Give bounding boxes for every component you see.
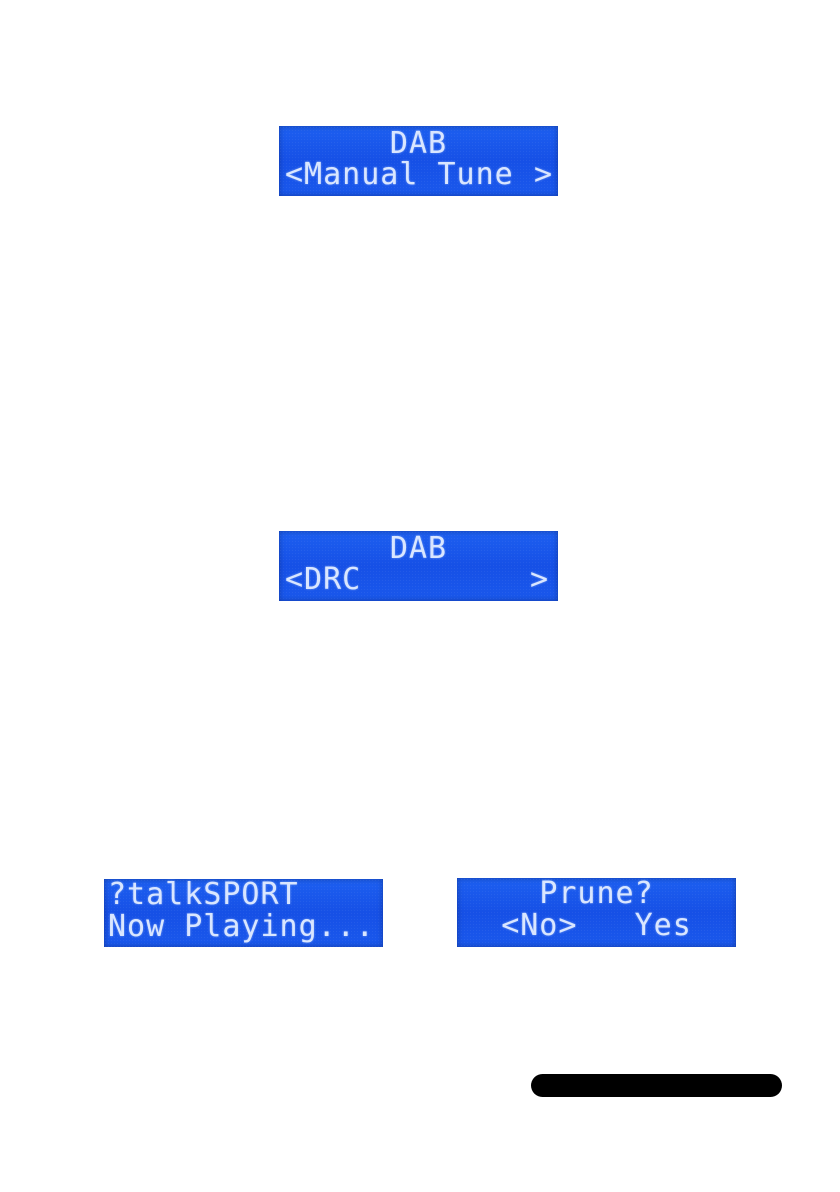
lcd-line-2: <No> Yes <box>457 910 736 942</box>
lcd-line-1: DAB <box>279 533 558 565</box>
lcd-line-1: DAB <box>279 128 558 160</box>
lcd-line-2: <Manual Tune <box>279 159 558 191</box>
lcd-display-prune: Prune? <No> Yes <box>457 878 736 947</box>
right-arrow-icon: > <box>530 564 548 596</box>
page-footer-bar <box>531 1074 782 1097</box>
lcd-display-dab-drc: DAB <DRC > <box>279 531 558 601</box>
lcd-line-1: Prune? <box>457 878 736 910</box>
lcd-line-1: ?talkSPORT <box>104 879 383 911</box>
lcd-display-now-playing: ?talkSPORT Now Playing... <box>104 879 383 947</box>
lcd-line-2: <DRC <box>279 564 558 596</box>
lcd-line-2: Now Playing... <box>104 911 383 943</box>
right-arrow-icon: > <box>534 159 552 191</box>
lcd-display-dab-manual-tune: DAB <Manual Tune > <box>279 126 558 196</box>
